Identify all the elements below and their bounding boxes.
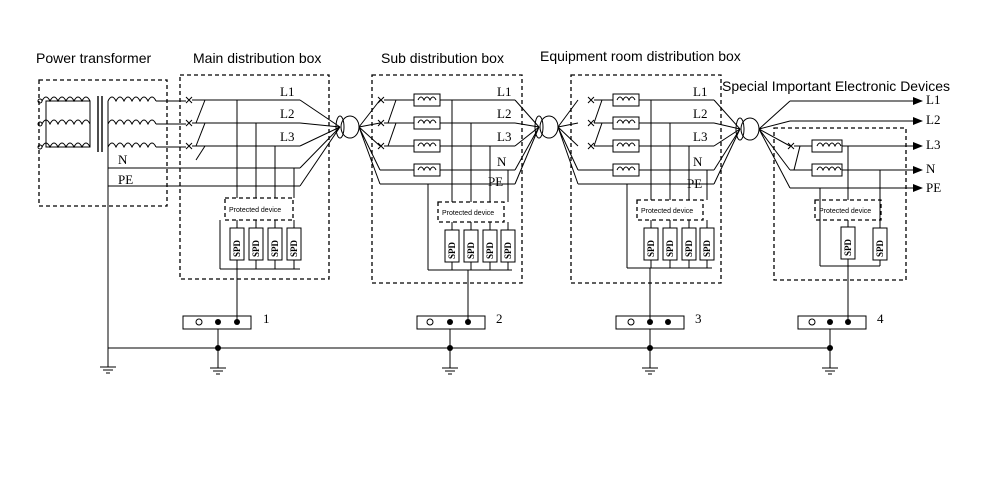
- main-spd-1-label: SPD: [232, 239, 242, 257]
- special-devices-title: Special Important Electronic Devices: [722, 78, 950, 94]
- sub-pe-label: PE: [488, 174, 503, 189]
- main-protected-device-label: Protected device: [229, 207, 281, 214]
- sub-box-title: Sub distribution box: [381, 50, 504, 66]
- special-devices-box: L1 L2 L3 N PE Protected device SPD SPD: [758, 92, 941, 322]
- special-spd-2-label: SPD: [875, 239, 885, 257]
- earth-icon: [100, 366, 116, 374]
- equip-l3-label: L3: [693, 129, 707, 144]
- equip-spd-1-label: SPD: [646, 239, 656, 257]
- equipment-box-title: Equipment room distribution box: [540, 48, 741, 64]
- main-distribution-box: L1 L2 L3 Protected device SPD SPD SPD SP…: [179, 74, 341, 322]
- special-l2-label: L2: [926, 112, 940, 127]
- transformer-title: Power transformer: [36, 50, 151, 66]
- transformer-n-label: N: [118, 152, 128, 167]
- equip-n-label: N: [693, 154, 703, 169]
- ground-bar-2-number: 2: [496, 311, 503, 326]
- main-l1-label: L1: [280, 84, 294, 99]
- equip-spd-3-label: SPD: [684, 239, 694, 257]
- ground-bar-2: 2: [416, 311, 503, 368]
- equipment-room-distribution-box: L1 L2 L3 N PE Protected device SPD SPD S…: [557, 74, 741, 322]
- sub-spd-4-label: SPD: [503, 241, 513, 259]
- sub-l2-label: L2: [497, 106, 511, 121]
- equip-pe-label: PE: [687, 176, 702, 191]
- sub-protected-device-label: Protected device: [442, 210, 494, 217]
- special-l3-label: L3: [926, 137, 940, 152]
- equip-spd-4-label: SPD: [702, 239, 712, 257]
- main-spd-4-label: SPD: [289, 239, 299, 257]
- earth-icon: [642, 367, 658, 375]
- main-box-title: Main distribution box: [193, 50, 321, 66]
- ground-bar-4: 4: [797, 311, 884, 368]
- ground-bar-4-number: 4: [877, 311, 884, 326]
- special-n-label: N: [926, 161, 936, 176]
- earth-icon: [822, 367, 838, 375]
- ground-bar-3: 3: [615, 311, 702, 368]
- sub-l1-label: L1: [497, 84, 511, 99]
- special-pe-label: PE: [926, 180, 941, 195]
- main-l2-label: L2: [280, 106, 294, 121]
- power-transformer: N PE: [37, 79, 186, 207]
- sub-spd-1-label: SPD: [447, 241, 457, 259]
- earth-icon: [210, 367, 226, 375]
- main-spd-2-label: SPD: [251, 239, 261, 257]
- earth-symbols: [100, 366, 838, 375]
- earth-icon: [442, 367, 458, 375]
- ground-bar-1-number: 1: [263, 311, 270, 326]
- equip-l1-label: L1: [693, 84, 707, 99]
- sub-spd-3-label: SPD: [485, 241, 495, 259]
- sub-n-label: N: [497, 154, 507, 169]
- transformer-pe-label: PE: [118, 172, 133, 187]
- ground-bar-1: 1: [182, 311, 270, 368]
- special-spd-1-label: SPD: [843, 238, 853, 256]
- special-protected-device-label: Protected device: [819, 208, 871, 215]
- special-l1-label: L1: [926, 92, 940, 107]
- sub-distribution-box: L1 L2 L3 N PE Protected device SPD SPD S…: [358, 74, 540, 322]
- sub-spd-2-label: SPD: [466, 241, 476, 259]
- equip-protected-device-label: Protected device: [641, 208, 693, 215]
- main-spd-3-label: SPD: [270, 239, 280, 257]
- sub-l3-label: L3: [497, 129, 511, 144]
- main-l3-label: L3: [280, 129, 294, 144]
- ground-bar-3-number: 3: [695, 311, 702, 326]
- equip-spd-2-label: SPD: [665, 239, 675, 257]
- equip-l2-label: L2: [693, 106, 707, 121]
